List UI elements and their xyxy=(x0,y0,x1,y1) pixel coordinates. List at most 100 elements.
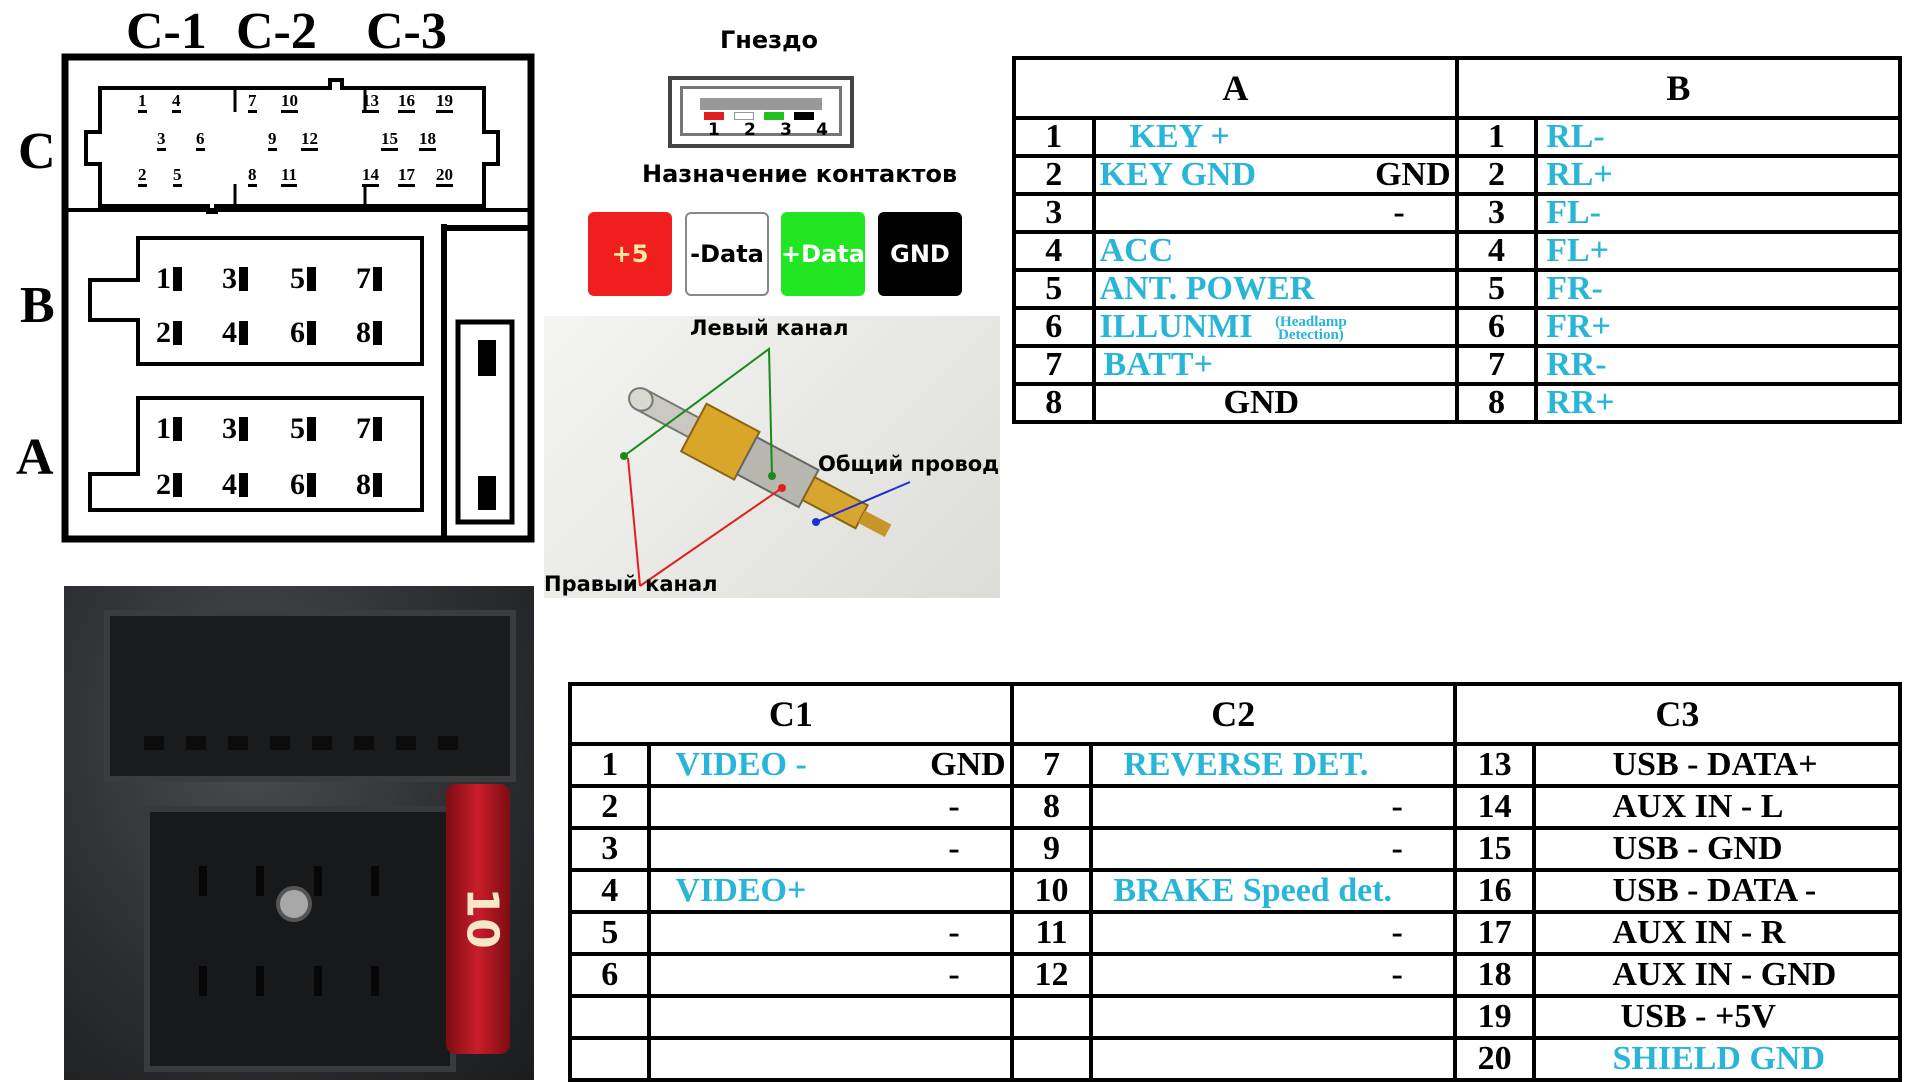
a-num: 6 xyxy=(1012,306,1096,348)
c1-func: - xyxy=(647,784,1014,830)
c2-func xyxy=(1089,994,1457,1040)
c3-num: 19 xyxy=(1452,994,1537,1040)
pinout-table-c: C1 C2 C3 1 VIDEO -GND 7 REVERSE DET. 13 … xyxy=(567,682,1903,1082)
pin-c13: 13 xyxy=(362,92,379,113)
connector-outline xyxy=(61,53,535,543)
c3-num: 15 xyxy=(1452,826,1537,872)
pin-c20: 20 xyxy=(436,166,453,187)
c2-func: - xyxy=(1089,784,1457,830)
a-func: ACC xyxy=(1091,230,1459,272)
b-func: RL- xyxy=(1534,116,1902,158)
c3-num: 16 xyxy=(1452,868,1537,914)
label-common-wire: Общий провод xyxy=(818,452,1000,476)
c3-func: AUX IN - L xyxy=(1532,784,1902,830)
a-num: 5 xyxy=(1012,268,1096,310)
pin-c2: 2 xyxy=(138,166,147,187)
c1-func: VIDEO+ xyxy=(647,868,1014,914)
pin-a5: 5 xyxy=(290,414,316,444)
b-num: 5 xyxy=(1454,268,1539,310)
b-num: 7 xyxy=(1454,344,1539,386)
pin-a8: 8 xyxy=(356,470,382,500)
c2-num: 10 xyxy=(1009,868,1094,914)
c1-num: 5 xyxy=(567,910,652,956)
pin-c9: 9 xyxy=(268,130,277,151)
c3-num: 18 xyxy=(1452,952,1537,998)
label-c3: C-3 xyxy=(366,3,447,60)
c1-num: 1 xyxy=(567,742,652,788)
c2-func: REVERSE DET. xyxy=(1089,742,1457,788)
pin-b5: 5 xyxy=(290,264,316,294)
c2-num xyxy=(1009,1036,1094,1082)
b-func: FL+ xyxy=(1534,230,1902,272)
b-num: 6 xyxy=(1454,306,1539,348)
a-num: 3 xyxy=(1012,192,1096,234)
pin-b6: 6 xyxy=(290,318,316,348)
fuse-rating: 10 xyxy=(456,887,508,949)
audio-jack-photo: Левый канал Общий провод Правый канал xyxy=(544,316,1000,598)
c2-func: BRAKE Speed det. xyxy=(1089,868,1457,914)
label-c2: C-2 xyxy=(236,3,317,60)
c2-num: 11 xyxy=(1009,910,1094,956)
pin-c12: 12 xyxy=(301,130,318,151)
c1-num: 3 xyxy=(567,826,652,872)
pin-a1: 1 xyxy=(156,414,182,444)
table-row: 3 - 9 - 15 USB - GND xyxy=(567,826,1902,872)
table-row: 5 ANT. POWER 5 FR- xyxy=(1012,268,1902,310)
pin-b8: 8 xyxy=(356,318,382,348)
header-a: A xyxy=(1012,56,1459,120)
pin-c17: 17 xyxy=(398,166,415,187)
label-left-channel: Левый канал xyxy=(690,316,849,340)
c1-num xyxy=(567,1036,652,1082)
a-func: - xyxy=(1091,192,1459,234)
pin-a4: 4 xyxy=(222,470,248,500)
c3-num: 13 xyxy=(1452,742,1537,788)
table-row: 6 - 12 - 18 AUX IN - GND xyxy=(567,952,1902,998)
pin-a7: 7 xyxy=(356,414,382,444)
usb-pin-2: 2 xyxy=(744,120,756,140)
b-func: FR+ xyxy=(1534,306,1902,348)
pin-c1: 1 xyxy=(138,92,147,113)
a-func: ANT. POWER xyxy=(1091,268,1459,310)
c2-func xyxy=(1089,1036,1457,1082)
pin-c4: 4 xyxy=(172,92,181,113)
header-c2: C2 xyxy=(1009,682,1457,746)
b-func: RR+ xyxy=(1534,382,1902,424)
b-num: 8 xyxy=(1454,382,1539,424)
b-num: 4 xyxy=(1454,230,1539,272)
header-c3: C3 xyxy=(1452,682,1903,746)
legend-gnd: GND xyxy=(878,212,962,296)
c1-func: - xyxy=(647,910,1014,956)
a-func: KEY + xyxy=(1091,116,1459,158)
pin-c5: 5 xyxy=(173,166,182,187)
c3-func: AUX IN - GND xyxy=(1532,952,1902,998)
b-func: FR- xyxy=(1534,268,1902,310)
pin-b3: 3 xyxy=(222,264,248,294)
b-num: 2 xyxy=(1454,154,1539,196)
c1-num xyxy=(567,994,652,1040)
label-c1: C-1 xyxy=(126,3,207,60)
table-row: 4 VIDEO+ 10 BRAKE Speed det. 16 USB - DA… xyxy=(567,868,1902,914)
row-label-a: A xyxy=(16,429,54,486)
c1-num: 2 xyxy=(567,784,652,830)
a-num: 1 xyxy=(1012,116,1096,158)
header-b: B xyxy=(1454,56,1903,120)
pin-b7: 7 xyxy=(356,264,382,294)
b-func: FL- xyxy=(1534,192,1902,234)
fuse: 10 xyxy=(446,784,510,1054)
c2-num: 12 xyxy=(1009,952,1094,998)
table-row: 19 USB - +5V xyxy=(567,994,1902,1040)
table-row: 4 ACC 4 FL+ xyxy=(1012,230,1902,272)
pin-c3: 3 xyxy=(157,130,166,151)
pin-a6: 6 xyxy=(290,470,316,500)
c2-func: - xyxy=(1089,826,1457,872)
c3-func: USB - DATA - xyxy=(1532,868,1902,914)
header-c1: C1 xyxy=(568,682,1014,746)
connector-photo: 10 xyxy=(64,586,534,1080)
c1-func: - xyxy=(647,826,1014,872)
c2-num xyxy=(1009,994,1094,1040)
